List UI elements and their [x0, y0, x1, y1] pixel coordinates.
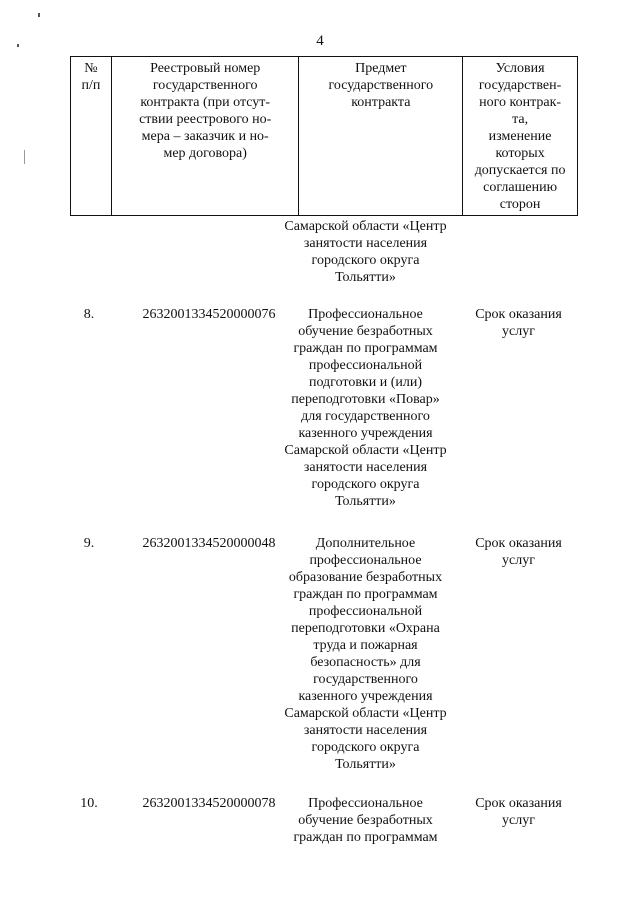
text-line: № — [84, 61, 98, 76]
header-row: № п/п Реестровый номер государственного кон… — [70, 56, 578, 216]
registry-number: 2632001334520000048 — [142, 536, 276, 551]
text-line: п/п — [81, 78, 101, 93]
text-line: занятости населения — [303, 460, 428, 475]
text-line: профессиональной — [308, 604, 423, 619]
text-line: Условия — [495, 61, 545, 76]
text-line: Тольятти» — [335, 757, 396, 772]
text-line: государственного — [152, 78, 258, 93]
text-line: Срок оказания — [475, 307, 562, 322]
change-conditions: Срок оказания услуг — [461, 535, 576, 569]
text-line: подготовки и (или) — [308, 375, 423, 390]
text-line: услуг — [502, 324, 535, 339]
text-line: государственного — [328, 78, 434, 93]
text-line: соглашению — [483, 180, 558, 195]
text-line: безопасность» для — [310, 655, 421, 670]
text-line: та, — [512, 112, 529, 127]
change-conditions: Срок оказания услуг — [461, 795, 576, 829]
scan-speck — [38, 13, 40, 17]
text-line: для государственного — [301, 409, 430, 424]
text-line: граждан по программам — [293, 587, 438, 602]
text-line: государственного — [313, 672, 418, 687]
text-line: образование безработных — [288, 570, 443, 585]
text-line: государствен- — [478, 78, 562, 93]
text-line: переподготовки «Повар» — [291, 392, 440, 407]
text-line: обучение безработных — [298, 324, 433, 339]
continuation-subject: Самарской области «Центр занятости населе… — [268, 218, 463, 286]
text-line: сторон — [499, 197, 541, 212]
text-line: Дополнительное — [315, 536, 416, 551]
text-line: контракта — [351, 95, 411, 110]
text-line: казенного учреждения — [298, 689, 433, 704]
registry-number: 2632001334520000076 — [142, 307, 276, 322]
contracts-table-header: № п/п Реестровый номер государственного кон… — [70, 56, 578, 216]
text-line: Срок оказания — [475, 796, 562, 811]
contract-subject: Дополнительное профессиональное образовани… — [268, 535, 463, 773]
text-line: услуг — [502, 553, 535, 568]
text-line: услуг — [502, 813, 535, 828]
header-change-conditions: Условия государствен-ного контрак-та, изме… — [462, 56, 578, 216]
text-line: Предмет — [355, 61, 407, 76]
scan-speck — [24, 150, 25, 164]
row-number: 8. — [83, 307, 95, 322]
contract-subject: Профессиональное обучение безработных граж… — [268, 306, 463, 510]
text-line: Тольятти» — [335, 494, 396, 509]
text-line: Профессиональное — [308, 796, 423, 811]
text-line: городского округа — [311, 253, 420, 268]
text-line: Срок оказания — [475, 536, 562, 551]
text-line: ного контрак- — [479, 95, 562, 110]
header-contract-subject: Предмет государственного контракта — [298, 56, 464, 216]
text-line: занятости населения — [303, 723, 428, 738]
text-line: граждан по программам — [293, 830, 438, 845]
text-line: городского округа — [311, 740, 420, 755]
text-line: Самарской области «Центр — [284, 706, 447, 721]
text-line: мера – заказчик и но- — [141, 129, 269, 144]
text-line: ствии реестрового но- — [139, 112, 272, 127]
text-line: профессиональное — [309, 553, 422, 568]
text-line: допускается по — [474, 163, 566, 178]
text-line: Самарской области «Центр — [284, 443, 447, 458]
text-line: труда и пожарная — [313, 638, 418, 653]
text-line: казенного учреждения — [298, 426, 433, 441]
text-line: Профессиональное — [308, 307, 423, 322]
contract-subject: Профессиональное обучение безработных граж… — [268, 795, 463, 846]
row-number: 9. — [83, 536, 95, 551]
text-line: переподготовки «Охрана — [291, 621, 440, 636]
header-registry-number: Реестровый номер государственного контракт… — [110, 56, 300, 216]
text-line: которых — [495, 146, 545, 161]
text-line: обучение безработных — [298, 813, 433, 828]
text-line: Реестровый номер — [150, 61, 261, 76]
text-line: изменение — [488, 129, 552, 144]
scan-speck — [17, 44, 19, 47]
text-line: городского округа — [311, 477, 420, 492]
text-line: Тольятти» — [335, 270, 396, 285]
text-line: профессиональной — [308, 358, 423, 373]
change-conditions: Срок оказания услуг — [461, 306, 576, 340]
row-number: 10. — [80, 796, 98, 811]
text-line: мер договора) — [163, 146, 247, 161]
text-line: Самарской области «Центр — [284, 219, 447, 234]
text-line: занятости населения — [303, 236, 428, 251]
page-number: 4 — [316, 33, 324, 49]
text-line: граждан по программам — [293, 341, 438, 356]
text-line: контракта (при отсут- — [140, 95, 271, 110]
header-num: № п/п — [70, 56, 112, 216]
registry-number: 2632001334520000078 — [142, 796, 276, 811]
